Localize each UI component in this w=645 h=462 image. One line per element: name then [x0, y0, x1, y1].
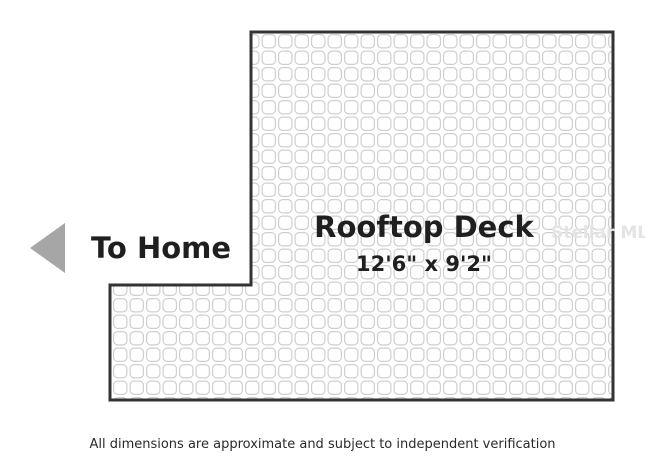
exit-label: To Home	[91, 231, 231, 265]
room-dimensions: 12'6" x 9'2"	[356, 252, 492, 276]
deck-floor	[108, 30, 615, 402]
arrow-left-icon	[30, 223, 65, 273]
disclaimer-text: All dimensions are approximate and subje…	[89, 437, 556, 452]
watermark: Stellar MLS	[551, 223, 645, 243]
room-name: Rooftop Deck	[314, 210, 534, 244]
